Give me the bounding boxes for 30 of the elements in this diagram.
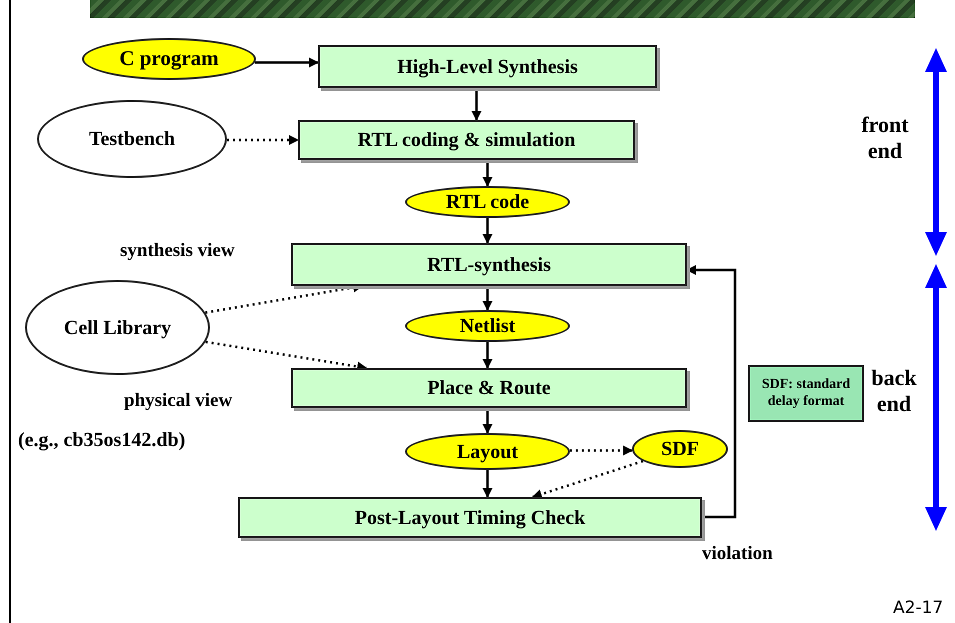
process-box: RTL coding & simulation xyxy=(298,120,635,160)
arrow xyxy=(482,160,492,187)
process-box: High-Level Synthesis xyxy=(318,45,657,88)
note-box: SDF: standard delay format xyxy=(748,365,864,422)
ellipse-node: SDF xyxy=(632,430,728,468)
ellipse-node: Testbench xyxy=(37,100,227,178)
arrow xyxy=(482,286,492,311)
process-box: Place & Route xyxy=(291,368,687,408)
arrow xyxy=(482,408,492,434)
ellipse-node: RTL code xyxy=(405,186,570,218)
arrow xyxy=(482,470,492,498)
node-caption: (e.g., cb35os142.db) xyxy=(18,428,186,452)
page-number: A2-17 xyxy=(893,598,944,618)
ellipse-node: C program xyxy=(82,38,256,80)
arrow xyxy=(482,218,492,244)
arrow xyxy=(482,342,492,369)
process-box: Post-Layout Timing Check xyxy=(238,497,702,538)
dotted-arrow xyxy=(532,460,644,499)
edge-label: physical view xyxy=(122,390,234,412)
edge-label: synthesis view xyxy=(118,240,237,262)
arrow xyxy=(472,88,482,121)
ellipse-node: Cell Library xyxy=(25,280,210,375)
dotted-arrow xyxy=(570,446,634,456)
phase-label: front end xyxy=(860,112,910,165)
process-box: RTL-synthesis xyxy=(291,243,687,286)
ellipse-node: Layout xyxy=(405,433,570,470)
ellipse-node: Netlist xyxy=(405,310,570,342)
dotted-arrow xyxy=(227,135,299,145)
arrow xyxy=(254,58,319,68)
phase-label: back end xyxy=(870,365,918,418)
